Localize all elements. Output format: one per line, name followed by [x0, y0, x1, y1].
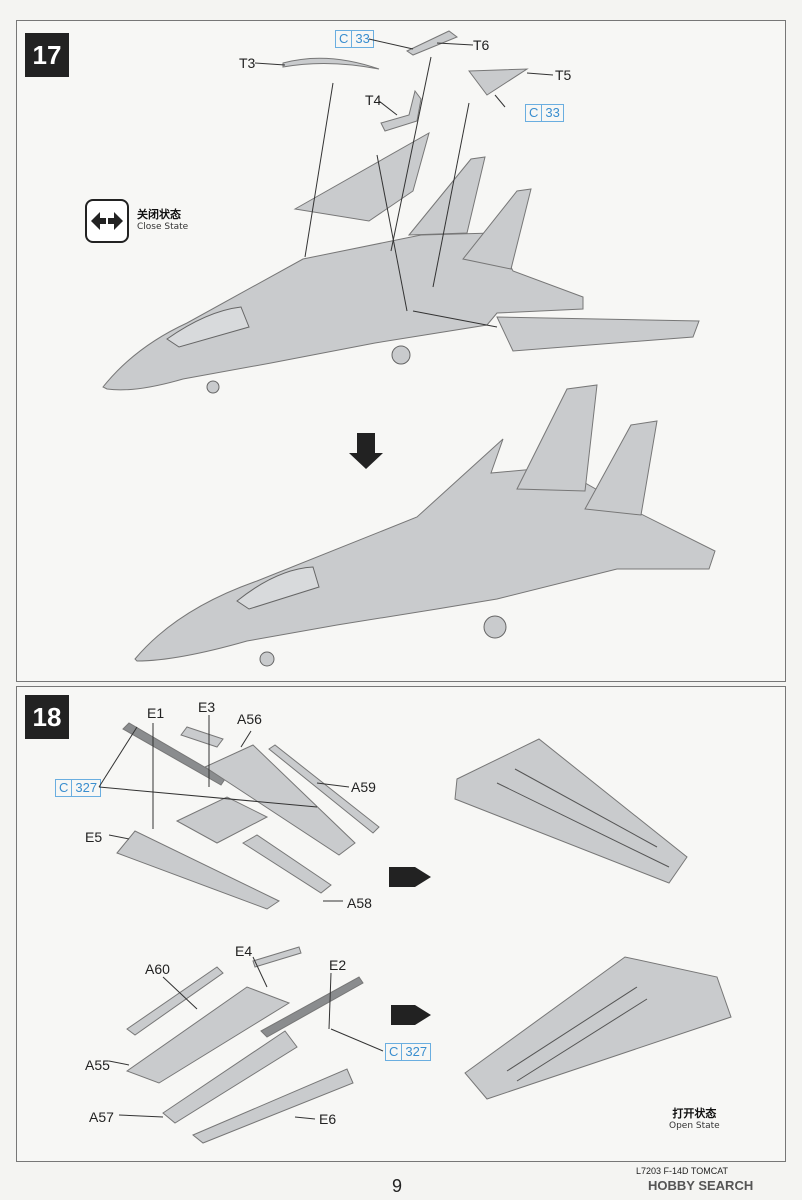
- open-state-caption: 打开状态 Open State: [669, 1105, 720, 1131]
- paint-ref-c327-bottom: C 327: [385, 1043, 432, 1061]
- step-18-panel: 18 E1 E3 A56 A59 E5 A58 A60 E4 E2 A55 A5…: [16, 686, 786, 1162]
- ref-letter: C: [339, 31, 349, 46]
- step-number-badge: 18: [25, 695, 69, 739]
- step-17-panel: 17 关闭状态 Close State T3 T4 T6 T5 C 33 C 3…: [16, 20, 786, 682]
- part-label-e1: E1: [147, 705, 165, 721]
- step-flow-arrow: [349, 433, 383, 469]
- close-state-cn: 关闭状态: [137, 208, 181, 221]
- part-label-e2: E2: [329, 957, 347, 973]
- ref-number: 33: [351, 31, 372, 47]
- close-state-caption: 关闭状态 Close State: [137, 206, 188, 232]
- step-flow-arrow: [391, 1005, 431, 1025]
- close-state-icon: [85, 199, 129, 243]
- part-label-e3: E3: [198, 699, 216, 715]
- ref-number: 327: [71, 780, 100, 796]
- kit-code: L7203 F-14D TOMCAT: [636, 1166, 729, 1176]
- part-label-t4: T4: [365, 92, 382, 108]
- step-18-illustration: [98, 715, 732, 1144]
- watermark-text: HOBBY SEARCH: [648, 1178, 754, 1193]
- part-label-a59: A59: [351, 779, 376, 795]
- part-label-e6: E6: [319, 1111, 337, 1127]
- paint-ref-c33-top: C 33: [335, 30, 374, 48]
- part-label-e4: E4: [235, 943, 253, 959]
- part-label-t5: T5: [555, 67, 572, 83]
- part-label-a60: A60: [145, 961, 170, 977]
- part-label-a55: A55: [85, 1057, 110, 1073]
- ref-number: 33: [541, 105, 562, 121]
- part-label-t6: T6: [473, 37, 490, 53]
- step-17-illustration: [102, 30, 716, 667]
- close-state-en: Close State: [137, 222, 189, 232]
- ref-letter: C: [389, 1044, 399, 1059]
- ref-number: 327: [401, 1044, 430, 1060]
- page-number: 9: [392, 1176, 403, 1196]
- ref-letter: C: [529, 105, 539, 120]
- ref-letter: C: [59, 780, 69, 795]
- open-state-cn: 打开状态: [672, 1107, 717, 1120]
- open-state-en: Open State: [669, 1121, 720, 1131]
- part-label-a58: A58: [347, 895, 372, 911]
- part-label-e5: E5: [85, 829, 103, 845]
- watermark: HOBBY SEARCH: [648, 1178, 753, 1193]
- part-label-a57: A57: [89, 1109, 114, 1125]
- part-label-a56: A56: [237, 711, 262, 727]
- step-flow-arrow: [389, 867, 431, 887]
- paint-ref-c33-right: C 33: [525, 104, 564, 122]
- step-number-badge: 17: [25, 33, 69, 77]
- part-label-t3: T3: [239, 55, 256, 71]
- paint-ref-c327-top: C 327: [55, 779, 102, 797]
